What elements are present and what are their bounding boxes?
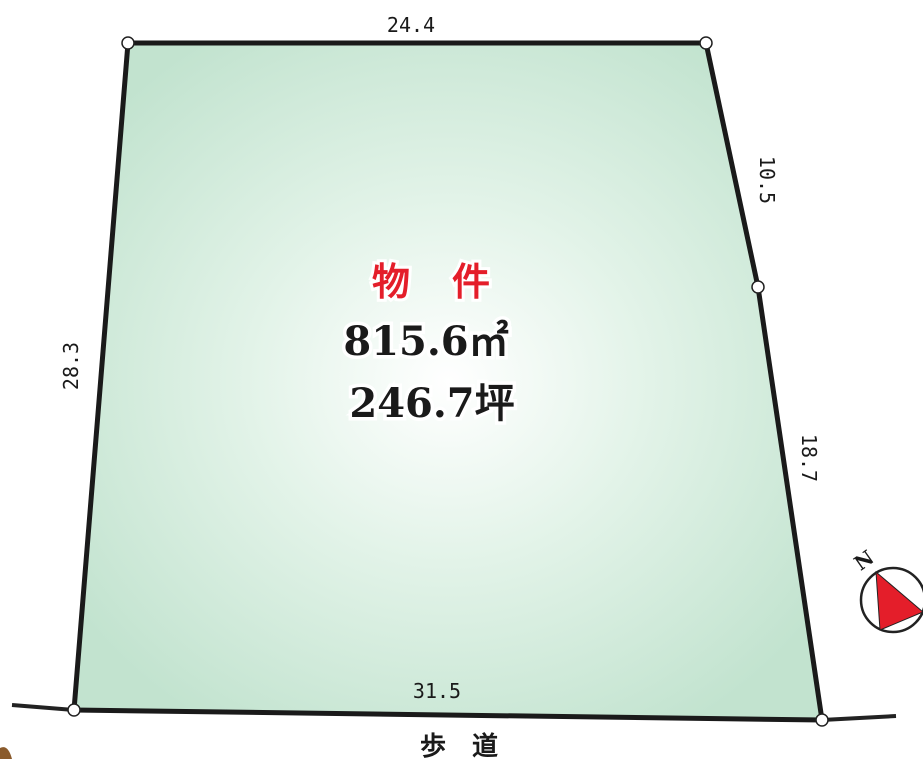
corner-marker xyxy=(67,703,81,717)
lot-label: 物 件 xyxy=(372,259,492,304)
compass-needle xyxy=(875,570,923,631)
dimension-right-lower: 18.7 xyxy=(797,434,821,482)
compass-icon: N xyxy=(850,545,923,634)
corner-marker xyxy=(121,36,135,50)
corner-marker xyxy=(751,280,765,294)
dimension-right-upper: 10.5 xyxy=(755,156,779,204)
decor-fragment xyxy=(0,747,12,759)
corner-marker xyxy=(815,713,829,727)
north-label: N xyxy=(850,545,879,575)
road-edge-left xyxy=(11,703,75,712)
road-edge-right xyxy=(821,714,897,722)
lot-area-sqm: 815.6㎡ xyxy=(343,318,508,365)
lot-area-tsubo: 246.7坪 xyxy=(349,380,514,427)
lot-parcel xyxy=(71,40,825,723)
dimension-bottom: 31.5 xyxy=(413,679,461,703)
dimension-top: 24.4 xyxy=(387,13,435,37)
corner-marker xyxy=(699,36,713,50)
dimension-left: 28.3 xyxy=(59,342,83,390)
road-label: 歩 道 xyxy=(420,731,498,759)
